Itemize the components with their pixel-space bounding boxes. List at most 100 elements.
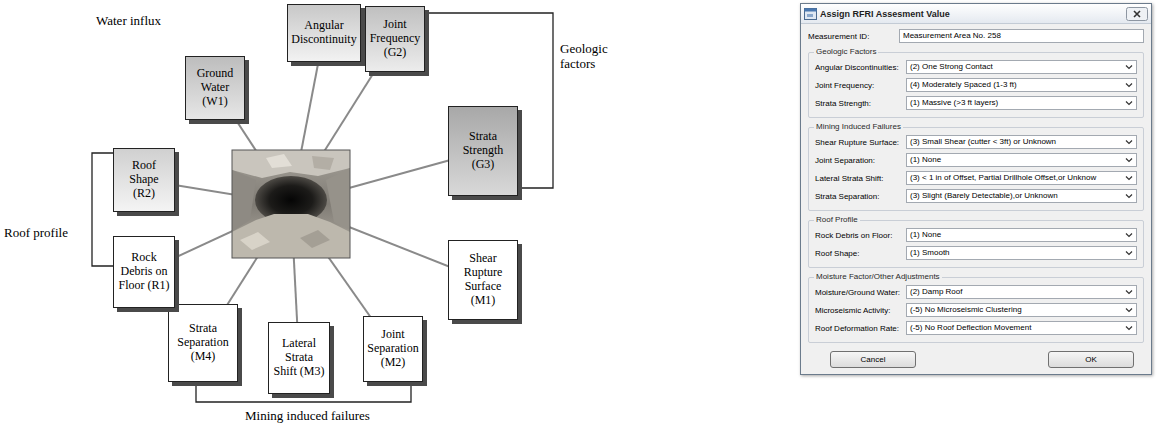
dropdown-box: (3) Small Shear (cutter < 3ft) or Unknow… xyxy=(906,135,1137,149)
form-row: Strata Separation:(3) Slight (Barely Det… xyxy=(815,189,1137,203)
annotation-label: Roof profile xyxy=(4,226,68,241)
dropdown-box: (3) < 1 in of Offset, Partial Drillhole … xyxy=(906,171,1137,185)
dropdown-arrow xyxy=(1123,173,1135,183)
icon-frame xyxy=(805,8,817,19)
field-label: Joint Separation: xyxy=(815,155,906,166)
group-heading: Geologic Factors xyxy=(814,47,878,57)
dropdown-box: (1) None xyxy=(906,228,1137,242)
dropdown-box: (2) One Strong Contact xyxy=(906,60,1137,74)
box-label: Roof Shape (R2) xyxy=(117,159,171,200)
dialog-window: Assign RFRI Assesment ValueMeasurement I… xyxy=(800,3,1152,375)
factor-box: Roof Shape (R2) xyxy=(113,148,175,212)
factor-box: Strata Separation (M4) xyxy=(168,304,238,382)
app-icon xyxy=(804,8,817,20)
field-label: Roof Shape: xyxy=(815,248,906,259)
dropdown-box: (1) None xyxy=(906,153,1137,167)
dropdown-arrow xyxy=(1123,248,1135,258)
annotation-label: Geologic factors xyxy=(560,42,622,72)
field-value: Measurement Area No. 258 xyxy=(903,31,1001,40)
button-label: OK xyxy=(1085,355,1097,364)
field-label: Strata Strength: xyxy=(815,98,906,109)
photo-frame xyxy=(232,150,350,258)
text-input: Measurement Area No. 258 xyxy=(899,29,1144,43)
icon-bar xyxy=(805,8,817,11)
field-label: Lateral Strata Shift: xyxy=(815,173,906,184)
close-frame xyxy=(1127,7,1148,20)
field-label: Microseismic Activity: xyxy=(815,305,906,316)
box-label: Strata Strength (G3) xyxy=(452,130,514,171)
form-row: Measurement ID:Measurement Area No. 258 xyxy=(808,29,1144,43)
rock-piece xyxy=(300,230,330,248)
field-value: (-5) No Roof Deflection Movement xyxy=(910,323,1031,332)
form-row: Shear Rupture Surface:(3) Small Shear (c… xyxy=(815,135,1137,149)
dropdown-chevron xyxy=(1126,309,1132,312)
dropdown-arrow xyxy=(1123,62,1135,72)
dropdown-chevron xyxy=(1126,234,1132,237)
factor-box: Ground Water (W1) xyxy=(185,56,245,120)
form-row: Roof Deformation Rate: (-5) No Roof Defle… xyxy=(815,321,1137,335)
field-value: (1) None xyxy=(910,155,941,164)
rock-piece xyxy=(240,232,270,250)
field-label: Roof Deformation Rate: xyxy=(815,323,906,334)
floor-rubble xyxy=(232,214,350,258)
dropdown-box: (2) Damp Roof xyxy=(906,285,1137,299)
field-value: (3) < 1 in of Offset, Partial Drillhole … xyxy=(910,173,1096,182)
group-heading: Mining Induced Failures xyxy=(814,122,903,132)
dropdown-chevron xyxy=(1126,252,1132,255)
field-label: Moisture/Ground Water: xyxy=(815,287,906,298)
factor-box: Angular Discontinuity xyxy=(287,4,361,62)
factor-box: Joint Separation (M2) xyxy=(363,316,423,382)
bracket-connector xyxy=(425,13,553,188)
box-label: Joint Frequency (G2) xyxy=(369,18,421,59)
dropdown-arrow xyxy=(1123,98,1135,108)
field-value: (2) One Strong Contact xyxy=(910,62,993,71)
group-box: Roof ProfileRock Debris on Floor:(1) Non… xyxy=(808,220,1144,268)
rock-piece xyxy=(312,156,334,170)
field-label: Rock Debris on Floor: xyxy=(815,230,906,241)
dropdown-box: (1) Smooth xyxy=(906,246,1137,260)
dropdown-arrow xyxy=(1123,230,1135,240)
factor-box: Joint Frequency (G2) xyxy=(365,6,425,72)
factor-box: Shear Rupture Surface (M1) xyxy=(448,240,518,320)
box-label: Strata Separation (M4) xyxy=(172,322,234,363)
dropdown-chevron xyxy=(1126,102,1132,105)
dropdown-box: (-5) No Microseismic Clustering xyxy=(906,303,1137,317)
group-box: Moisture Factor/Other AdjustmentsMoistur… xyxy=(808,277,1144,343)
dropdown-arrow xyxy=(1123,191,1135,201)
factor-box: Lateral Strata Shift (M3) xyxy=(268,322,330,394)
dropdown-chevron xyxy=(1126,84,1132,87)
form-row: Lateral Strata Shift: (3) < 1 in of Offse… xyxy=(815,171,1137,185)
dropdown-box: (-5) No Roof Deflection Movement xyxy=(906,321,1137,335)
rock-piece xyxy=(266,154,292,168)
dropdown-box: (3) Slight (Barely Detectable),or Unknow… xyxy=(906,189,1137,203)
factor-box: Rock Debris on Floor (R1) xyxy=(113,236,175,308)
annotation-label: Water influx xyxy=(96,14,161,29)
dropdown-box: (4) Moderately Spaced (1-3 ft) xyxy=(906,78,1137,92)
field-label: Joint Frequency: xyxy=(815,80,906,91)
button-label: Cancel xyxy=(861,355,886,364)
group-heading: Roof Profile xyxy=(814,215,860,225)
button-row: Cancel OK xyxy=(808,343,1144,368)
form-row: Strata Strength:(1) Massive (>3 ft layer… xyxy=(815,96,1137,110)
field-label: Angular Discontinuities: xyxy=(815,62,906,73)
dropdown-arrow xyxy=(1123,155,1135,165)
annotation-label: Mining induced failures xyxy=(245,409,370,424)
form-row: Roof Shape:(1) Smooth xyxy=(815,246,1137,260)
dropdown-box: (1) Massive (>3 ft layers) xyxy=(906,96,1137,110)
form-row: Moisture/Ground Water:(2) Damp Roof xyxy=(815,285,1137,299)
photo-ground xyxy=(232,150,350,258)
dropdown-arrow xyxy=(1123,323,1135,333)
dropdown-arrow xyxy=(1123,305,1135,315)
group-box: Mining Induced FailuresShear Rupture Sur… xyxy=(808,127,1144,211)
box-label: Lateral Strata Shift (M3) xyxy=(272,337,326,378)
form-row: Microseismic Activity: (-5) No Microseism… xyxy=(815,303,1137,317)
box-label: Angular Discontinuity xyxy=(291,19,357,47)
rib-rock xyxy=(326,168,350,230)
field-label: Shear Rupture Surface: xyxy=(815,137,906,148)
field-value: (3) Slight (Barely Detectable),or Unknow… xyxy=(910,191,1058,200)
dropdown-chevron xyxy=(1126,159,1132,162)
roof-rock xyxy=(232,150,350,178)
factor-box: Strata Strength (G3) xyxy=(448,106,518,196)
field-value: (-5) No Microseismic Clustering xyxy=(910,305,1022,314)
